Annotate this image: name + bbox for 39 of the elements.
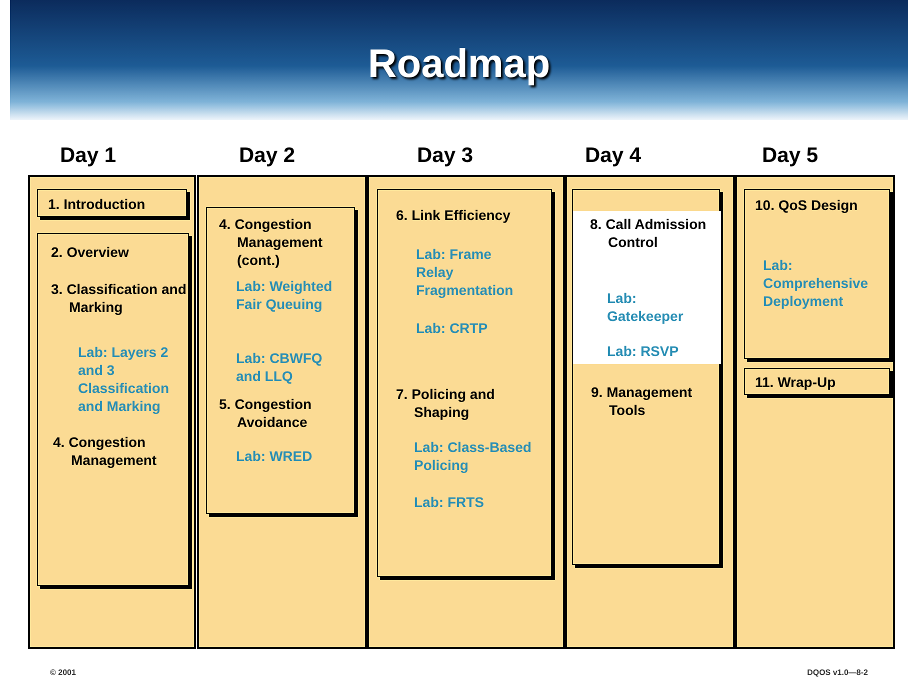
module-box xyxy=(744,189,890,359)
lab-title: Lab: CBWFQ and LLQ xyxy=(236,349,324,385)
day-heading: Day 5 xyxy=(762,144,818,168)
lab-title: Lab: Frame Relay Fragmentation xyxy=(416,245,514,299)
day-heading: Day 1 xyxy=(60,144,116,168)
lab-title: Lab: WRED xyxy=(236,447,314,465)
module-box xyxy=(37,233,189,586)
module-title: 4. Congestion Management xyxy=(53,433,158,469)
day-heading: Day 4 xyxy=(585,144,642,168)
slide-title: Roadmap xyxy=(366,42,552,87)
module-box xyxy=(572,189,720,565)
highlight-panel xyxy=(573,211,721,364)
module-title: 1. Introduction xyxy=(48,195,146,213)
module-box xyxy=(744,368,890,395)
module-title: 7. Policing and Shaping xyxy=(396,385,496,421)
lab-title: Lab: Layers 2 and 3 Classification and Marking xyxy=(78,343,170,415)
day-heading: Day 2 xyxy=(239,144,296,168)
module-title: 2. Overview xyxy=(51,243,130,261)
module-title: 10. QoS Design xyxy=(755,196,859,214)
lab-title: Lab: CRTP xyxy=(416,319,489,337)
module-box xyxy=(206,207,355,514)
lab-title: Lab: RSVP xyxy=(607,342,680,360)
lab-title: Lab: Weighted Fair Queuing xyxy=(236,277,334,313)
lab-title: Lab: Gatekeeper xyxy=(607,289,684,325)
module-box xyxy=(377,189,552,577)
lab-title: Lab: Comprehensive Deployment xyxy=(763,256,870,310)
module-title: 9. Management Tools xyxy=(591,383,694,419)
footer-note: DQOS v1.0—8-2 xyxy=(807,668,868,677)
day-heading: Day 3 xyxy=(417,144,474,168)
module-title: 3. Classification and Marking xyxy=(51,280,188,316)
footer-note: © 2001 xyxy=(50,668,76,677)
module-box xyxy=(37,189,187,217)
module-title: 5. Congestion Avoidance xyxy=(219,395,313,431)
module-title: 4. Congestion Management (cont.) xyxy=(219,215,324,269)
lab-title: Lab: Class-Based Policing xyxy=(414,438,532,474)
module-title: 11. Wrap-Up xyxy=(755,373,837,391)
module-title: 8. Call Admission Control xyxy=(590,215,708,251)
module-title: 6. Link Efficiency xyxy=(396,206,512,224)
lab-title: Lab: FRTS xyxy=(414,493,485,511)
